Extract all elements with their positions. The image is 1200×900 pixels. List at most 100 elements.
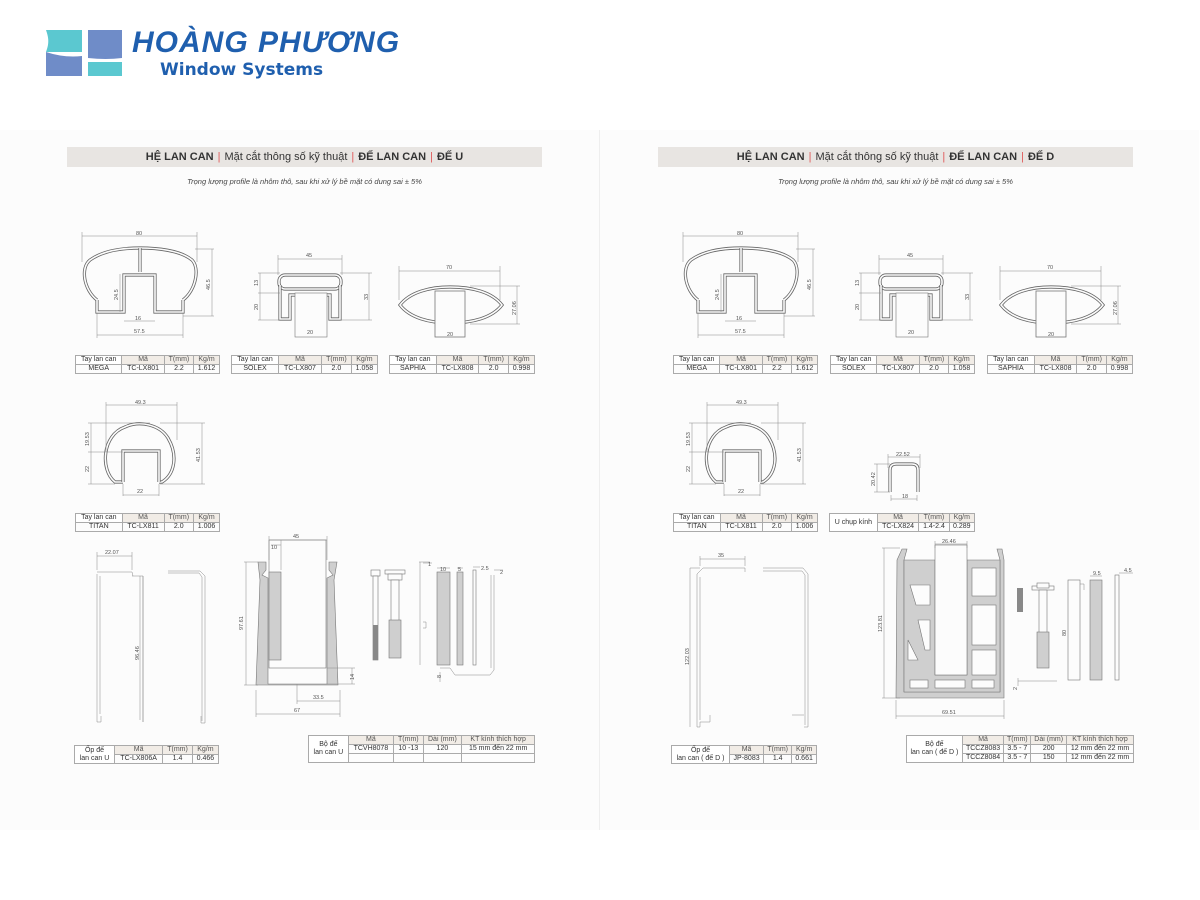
- brand-tagline: Window Systems: [160, 60, 324, 80]
- column-header: Kg/m: [948, 355, 975, 365]
- table-cell: TC-LX824: [876, 522, 920, 532]
- table-cell: TC-LX811: [719, 522, 763, 532]
- column-header: T(mm): [1003, 735, 1032, 745]
- column-header: Kg/m: [791, 355, 818, 365]
- row-label-line: lan can U: [79, 754, 110, 762]
- table-cell: 12 mm đến 22 mm: [1066, 753, 1134, 763]
- column-header: T(mm): [918, 513, 950, 523]
- header-system: HỆ LAN CAN: [145, 151, 214, 163]
- row-label: Tay lan can: [230, 355, 280, 365]
- row-label: Tay lan can: [389, 355, 437, 365]
- table-cell: TCCZ8083: [961, 744, 1005, 754]
- table-cell: 0.466: [191, 754, 220, 764]
- row-label-line: lan can U: [313, 749, 344, 756]
- column-header: T(mm): [162, 745, 193, 755]
- row-label: Tay lan can: [829, 355, 878, 365]
- row-label-line: lan can ( đế D ): [910, 749, 959, 756]
- column-header: Mã: [114, 745, 164, 755]
- column-header: Mã: [876, 513, 920, 523]
- table-cell: 1.612: [791, 364, 818, 374]
- table-cell: 10 -13: [393, 744, 424, 754]
- row-label: Tay lan can: [673, 513, 721, 523]
- table-cell: [393, 753, 424, 763]
- brand-name: HOÀNG PHƯƠNG: [132, 26, 401, 59]
- column-header: T(mm): [1076, 355, 1107, 365]
- table-cell: 15 mm đến 22 mm: [461, 744, 535, 754]
- table-cell: 2.0: [320, 364, 352, 374]
- table-row: [309, 753, 535, 763]
- product-name: SAPHIA: [389, 364, 437, 374]
- catalog-page-de-u: [0, 130, 600, 830]
- header-type: ĐẾ U: [436, 151, 464, 163]
- row-label: Tay lan can: [987, 355, 1035, 365]
- table-cell: 150: [1030, 753, 1068, 763]
- weight-note: Trọng lượng profile là nhôm thô, sau khi…: [187, 177, 422, 186]
- column-header: Kg/m: [193, 355, 220, 365]
- row-label: Tay lan can: [672, 355, 721, 365]
- table-cell: 3.5 - 7: [1003, 753, 1032, 763]
- table-cell: 1.058: [350, 364, 379, 374]
- section-header: HỆ LAN CAN| Mặt cắt thông số kỹ thuật| Đ…: [658, 147, 1133, 167]
- product-name: SOLEX: [829, 364, 878, 374]
- column-header: T(mm): [918, 355, 950, 365]
- product-name: TITAN: [673, 522, 721, 532]
- table-cell: 2.0: [761, 522, 793, 532]
- column-header: Kg/m: [193, 513, 220, 523]
- column-header: T(mm): [763, 745, 793, 755]
- row-label-line: lan can ( đế D ): [676, 754, 725, 762]
- product-name: TITAN: [75, 522, 123, 532]
- column-header: Kg/m: [191, 745, 220, 755]
- table-cell: 3.5 - 7: [1003, 744, 1032, 754]
- column-header: Mã: [876, 355, 920, 365]
- table-cell: [461, 753, 535, 763]
- table-cell: TC-LX801: [719, 364, 763, 374]
- table-cell: 2.2: [163, 364, 195, 374]
- table-cell: 2.0: [163, 522, 195, 532]
- column-header: Kg/m: [350, 355, 379, 365]
- table-cell: 1.4: [763, 754, 793, 764]
- column-header: Mã: [961, 735, 1005, 745]
- column-header: T(mm): [761, 513, 793, 523]
- table-cell: 200: [1030, 744, 1068, 754]
- table-cell: 2.2: [761, 364, 793, 374]
- column-header: Mã: [1033, 355, 1078, 365]
- table-cell: TCVH8078: [347, 744, 395, 754]
- row-label-line: U chụp kính: [834, 518, 873, 526]
- table-cell: TC-LX808: [435, 364, 480, 374]
- row-label: Tay lan can: [74, 355, 123, 365]
- table-cell: 1.612: [193, 364, 220, 374]
- table-cell: 0.661: [791, 754, 817, 764]
- table-cell: TC-LX811: [121, 522, 165, 532]
- product-name: SAPHIA: [987, 364, 1035, 374]
